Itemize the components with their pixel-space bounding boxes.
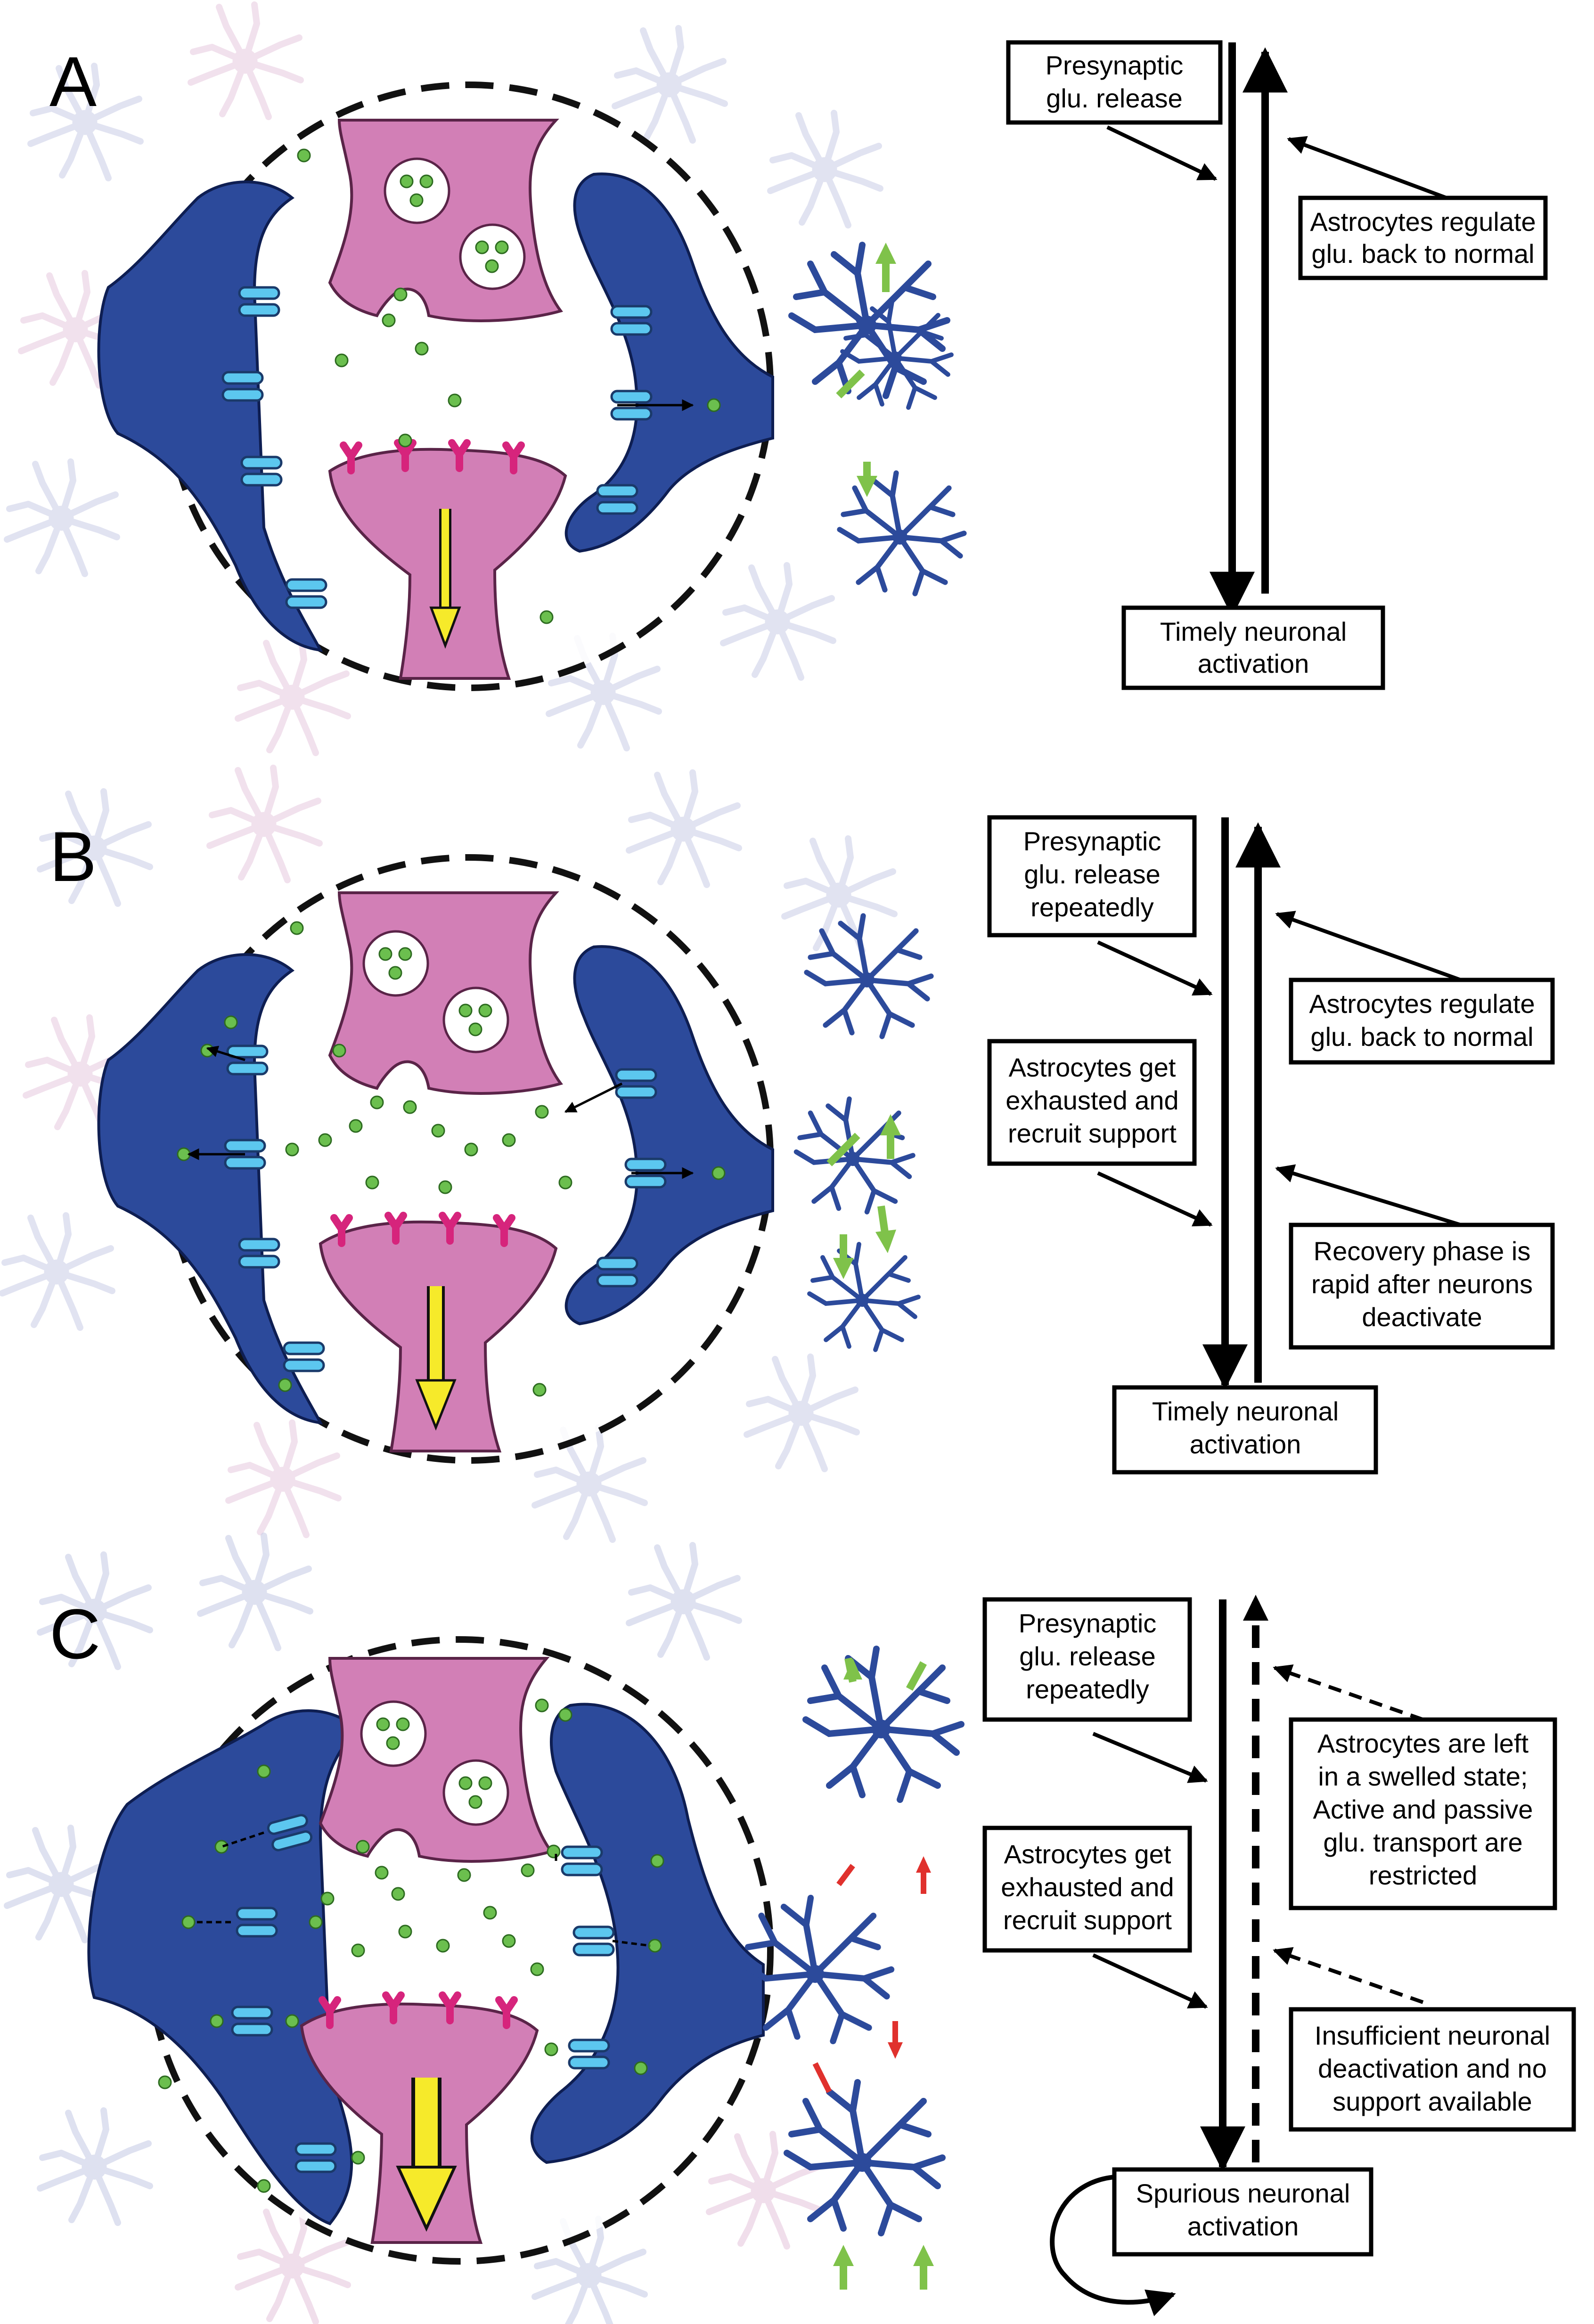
flow-box-lower-right: Recovery phase is rapid after neurons de… <box>1289 1223 1555 1350</box>
recruited-astrocytes <box>744 1649 961 2290</box>
svg-text:Recovery phase is: Recovery phase is <box>1314 1236 1531 1266</box>
flow-box-middle-left: Astrocytes get exhausted and recruit sup… <box>987 1039 1197 1166</box>
svg-text:Presynaptic: Presynaptic <box>1046 50 1184 80</box>
svg-text:repeatedly: repeatedly <box>1030 892 1154 922</box>
svg-text:Timely neuronal: Timely neuronal <box>1152 1396 1339 1426</box>
recruited-astrocytes <box>792 243 964 594</box>
flow-box-upper-right: Astrocytes regulate glu. back to normal <box>1298 196 1548 280</box>
flow-diagram: Presynaptic glu. release Astrocytes regu… <box>1006 40 1548 690</box>
feedback-loop <box>1050 2174 1176 2316</box>
flow-box-lower-right: Insufficient neuronal deactivation and n… <box>1289 2007 1576 2132</box>
astrocyte-process-left <box>97 180 323 652</box>
flow-diagram: Presynaptic glu. release repeatedly Astr… <box>987 815 1555 1475</box>
svg-text:Astrocytes get: Astrocytes get <box>1009 1052 1176 1082</box>
svg-text:Presynaptic: Presynaptic <box>1023 826 1161 856</box>
presynaptic-terminal <box>319 1657 554 1863</box>
svg-text:Astrocytes get: Astrocytes get <box>1004 1839 1171 1869</box>
svg-text:activation: activation <box>1187 2211 1299 2241</box>
svg-text:Presynaptic: Presynaptic <box>1019 1608 1157 1638</box>
presynaptic-terminal <box>328 891 564 1095</box>
svg-text:glu. back to normal: glu. back to normal <box>1311 239 1534 269</box>
svg-text:glu. release: glu. release <box>1019 1641 1156 1671</box>
svg-text:repeatedly: repeatedly <box>1026 1674 1149 1704</box>
svg-text:exhausted and: exhausted and <box>1001 1872 1174 1902</box>
astrocyte-process-right <box>564 945 774 1326</box>
svg-text:Active and passive: Active and passive <box>1313 1794 1533 1824</box>
svg-text:activation: activation <box>1190 1429 1301 1459</box>
panel-letter: C <box>49 1594 100 1673</box>
svg-text:rapid after neurons: rapid after neurons <box>1311 1269 1533 1299</box>
flow-box-bottom: Timely neuronal activation <box>1112 1385 1378 1475</box>
flow-box-upper-right: Astrocytes regulate glu. back to normal <box>1289 978 1555 1065</box>
svg-text:Astrocytes are left: Astrocytes are left <box>1317 1729 1529 1758</box>
presynaptic-terminal <box>328 119 564 322</box>
flow-box-top: Presynaptic glu. release repeatedly <box>982 1597 1192 1722</box>
svg-text:support available: support available <box>1332 2087 1532 2116</box>
panel-a: A Presynaptic glu. release Astrocytes re… <box>7 5 1548 753</box>
svg-text:Timely neuronal: Timely neuronal <box>1160 617 1347 646</box>
astrocyte-process-left <box>97 953 323 1425</box>
svg-text:deactivation and no: deactivation and no <box>1318 2054 1547 2083</box>
svg-text:glu. transport are: glu. transport are <box>1323 1827 1522 1857</box>
flow-box-bottom: Timely neuronal activation <box>1121 605 1385 690</box>
panel-c: C Presynaptic glu. release repeatedly As… <box>7 1536 1576 2324</box>
flow-box-top: Presynaptic glu. release <box>1006 40 1223 125</box>
svg-text:restricted: restricted <box>1369 1860 1477 1890</box>
red-arrow <box>836 1864 855 1886</box>
flow-box-bottom: Spurious neuronal activation <box>1112 2167 1373 2257</box>
svg-text:glu. release: glu. release <box>1046 83 1183 113</box>
svg-text:exhausted and: exhausted and <box>1005 1085 1178 1115</box>
flow-box-top: Presynaptic glu. release repeatedly <box>987 815 1197 938</box>
svg-text:recruit support: recruit support <box>1003 1905 1172 1935</box>
svg-text:Spurious neuronal: Spurious neuronal <box>1136 2178 1350 2208</box>
astrocyte-process-right <box>564 172 774 553</box>
panel-b: B Presynaptic glu. release repeatedly As… <box>2 768 1555 1540</box>
svg-text:activation: activation <box>1198 649 1309 678</box>
svg-text:Insufficient neuronal: Insufficient neuronal <box>1315 2021 1550 2050</box>
svg-text:Astrocytes regulate: Astrocytes regulate <box>1309 989 1535 1019</box>
panel-letter: A <box>49 42 97 121</box>
svg-text:in a swelled state;: in a swelled state; <box>1318 1761 1528 1791</box>
flow-box-middle-left: Astrocytes get exhausted and recruit sup… <box>982 1826 1192 1953</box>
svg-text:Astrocytes regulate: Astrocytes regulate <box>1310 207 1536 236</box>
flow-diagram: Presynaptic glu. release repeatedly Astr… <box>982 1595 1576 2316</box>
recruited-astrocytes <box>796 916 931 1350</box>
svg-text:glu. back to normal: glu. back to normal <box>1310 1022 1533 1052</box>
svg-text:glu. release: glu. release <box>1024 859 1161 889</box>
svg-text:recruit support: recruit support <box>1008 1118 1177 1148</box>
flow-box-upper-right: Astrocytes are left in a swelled state; … <box>1289 1717 1557 1910</box>
panel-letter: B <box>49 817 97 896</box>
svg-text:deactivate: deactivate <box>1362 1302 1482 1332</box>
